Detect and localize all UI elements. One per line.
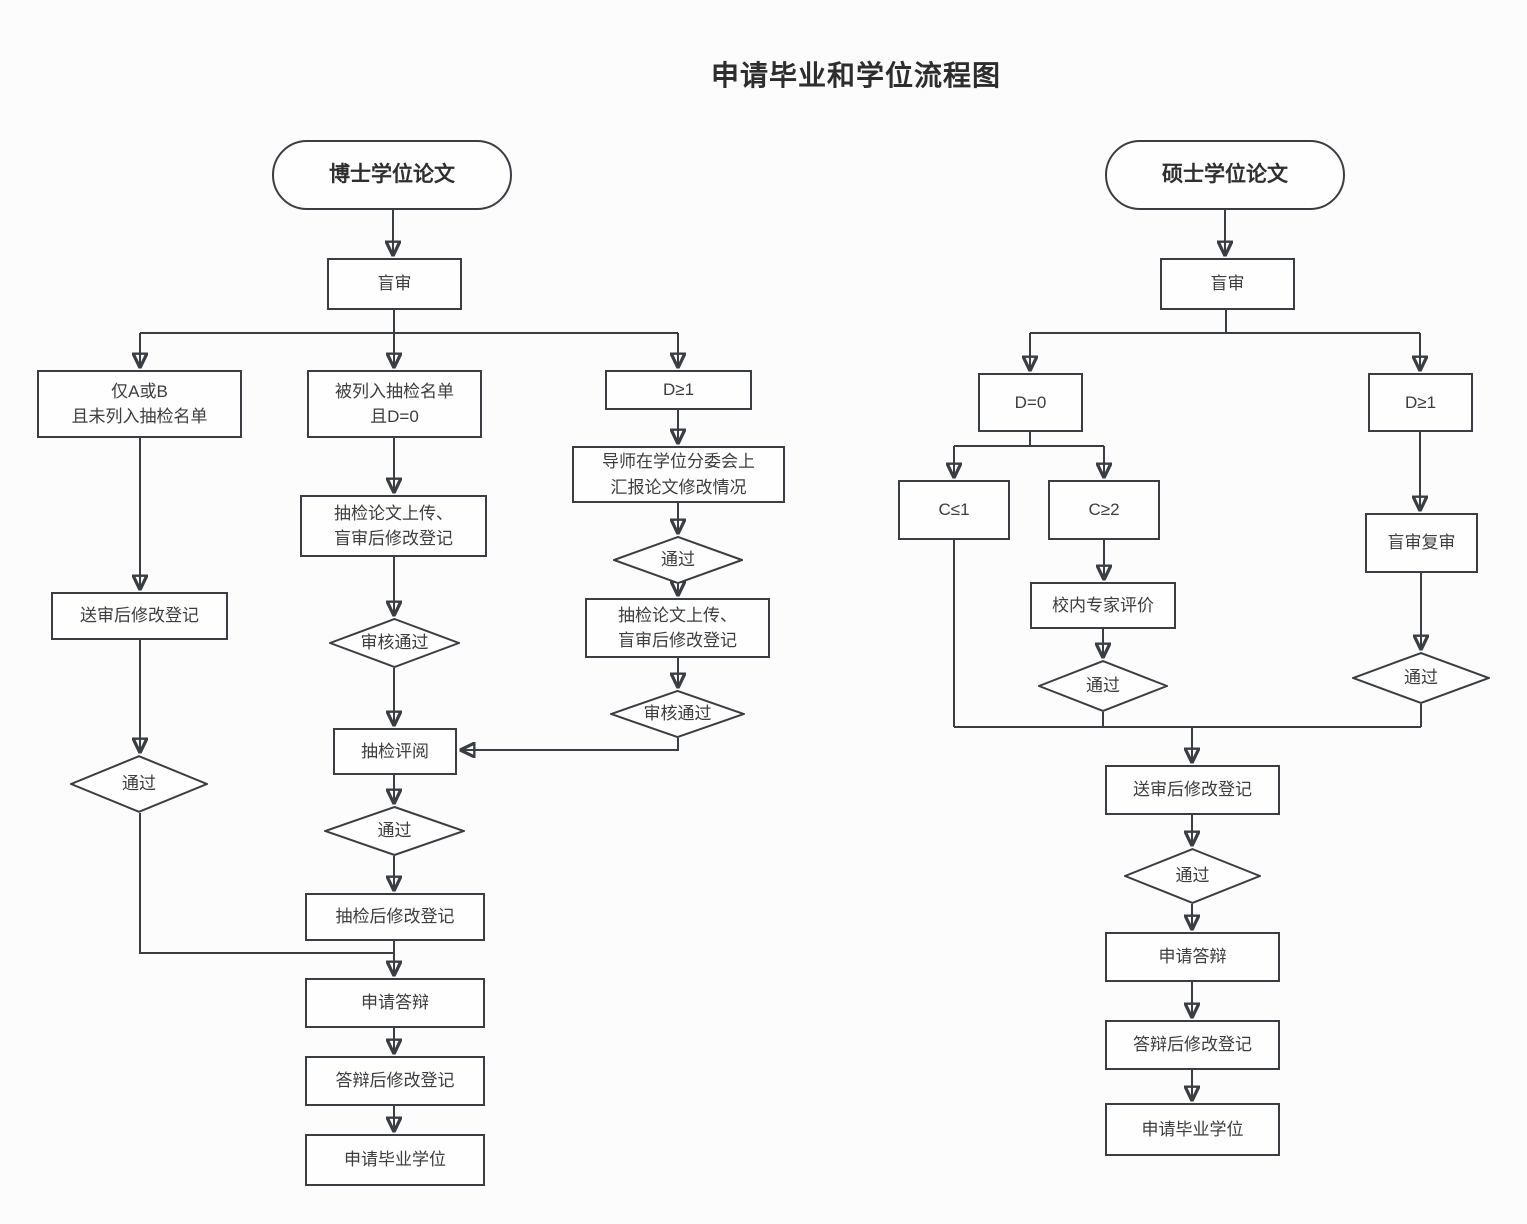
node-label: 答辩后修改登记 xyxy=(335,1071,455,1091)
node-doctor-submit-revision: 送审后修改登记 xyxy=(51,592,228,640)
node-doctor-spot-review: 抽检评阅 xyxy=(333,728,457,775)
node-label: 审核通过 xyxy=(643,704,712,724)
node-label: 申请毕业学位 xyxy=(1141,1119,1244,1139)
diagram-title: 申请毕业和学位流程图 xyxy=(710,60,1002,91)
node-doctor-blind-review: 盲审 xyxy=(327,258,462,310)
node-label: 抽检论文上传、 盲审后修改登记 xyxy=(334,503,453,549)
node-doctor-start: 博士学位论文 xyxy=(272,140,512,210)
node-doctor-revision-after-defense: 答辩后修改登记 xyxy=(305,1056,485,1106)
node-doctor-only-a-or-b: 仅A或B 且未列入抽检名单 xyxy=(37,370,242,438)
node-master-d-eq-0: D=0 xyxy=(978,373,1083,432)
node-label: 答辩后修改登记 xyxy=(1133,1035,1252,1055)
node-master-blind-recheck: 盲审复审 xyxy=(1365,513,1478,573)
node-doctor-apply-defense: 申请答辩 xyxy=(305,978,485,1028)
node-label: 送审后修改登记 xyxy=(1133,780,1252,800)
node-label: 审核通过 xyxy=(360,633,429,653)
node-master-c-le-1: C≤1 xyxy=(898,480,1010,540)
node-doctor-pass-mentor: 通过 xyxy=(613,536,743,584)
node-master-d-ge-1: D≥1 xyxy=(1368,373,1473,432)
node-label: 通过 xyxy=(1175,866,1210,886)
node-master-pass-recheck: 通过 xyxy=(1352,652,1490,704)
node-label: C≤1 xyxy=(938,500,970,520)
node-doctor-pass-left: 通过 xyxy=(70,755,208,813)
node-doctor-revision-after-spot: 抽检后修改登记 xyxy=(305,893,485,941)
node-label: 通过 xyxy=(1086,676,1120,696)
node-label: 通过 xyxy=(377,821,412,841)
node-master-start: 硕士学位论文 xyxy=(1105,140,1345,210)
node-master-submit-revision: 送审后修改登记 xyxy=(1105,765,1280,815)
node-label: 导师在学位分委会上 汇报论文修改情况 xyxy=(602,452,755,497)
node-label: 抽检评阅 xyxy=(361,741,429,761)
node-label: 申请毕业学位 xyxy=(344,1150,446,1170)
node-doctor-listed-d0: 被列入抽检名单 且D=0 xyxy=(307,370,482,438)
node-label: D≥1 xyxy=(1404,392,1437,412)
node-label: 申请答辩 xyxy=(1158,947,1227,967)
node-label: 通过 xyxy=(1404,668,1438,688)
diamond-shape xyxy=(613,536,743,584)
node-label: 申请答辩 xyxy=(361,993,429,1013)
node-label: 抽检论文上传、 盲审后修改登记 xyxy=(618,605,737,651)
node-label: 仅A或B 且未列入抽检名单 xyxy=(71,381,208,427)
node-label: D=0 xyxy=(1014,392,1047,412)
node-doctor-mentor-report: 导师在学位分委会上 汇报论文修改情况 xyxy=(572,446,785,503)
edge-doctor-passleft-merge xyxy=(139,813,394,954)
node-label: 被列入抽检名单 且D=0 xyxy=(335,381,454,427)
node-label: 抽检后修改登记 xyxy=(335,907,455,927)
node-label: 校内专家评价 xyxy=(1052,595,1154,615)
diamond-shape xyxy=(324,806,465,856)
node-master-c-ge-2: C≥2 xyxy=(1048,480,1160,540)
node-label: 博士学位论文 xyxy=(329,163,455,187)
node-master-revision-after-defense: 答辩后修改登记 xyxy=(1105,1020,1280,1070)
node-doctor-upload-after-blind-right: 抽检论文上传、 盲审后修改登记 xyxy=(585,598,770,658)
diamond-shape xyxy=(70,755,208,813)
node-doctor-audit-pass: 审核通过 xyxy=(329,618,460,668)
node-label: 通过 xyxy=(661,550,695,570)
node-doctor-d-ge-1: D≥1 xyxy=(605,370,752,410)
node-label: 送审后修改登记 xyxy=(80,606,199,626)
node-label: C≥2 xyxy=(1088,500,1120,520)
node-label: D≥1 xyxy=(662,380,695,400)
node-label: 通过 xyxy=(122,774,156,794)
node-label: 盲审复审 xyxy=(1387,533,1456,553)
node-doctor-apply-degree: 申请毕业学位 xyxy=(305,1134,485,1186)
node-master-pass-expert: 通过 xyxy=(1038,660,1168,712)
node-label: 盲审 xyxy=(377,274,412,294)
diamond-shape xyxy=(329,618,460,668)
node-master-expert-eval: 校内专家评价 xyxy=(1030,582,1176,629)
node-master-apply-degree: 申请毕业学位 xyxy=(1105,1103,1280,1156)
edge-doctor-audit2-review xyxy=(461,738,679,750)
diamond-shape xyxy=(610,690,745,738)
node-doctor-audit-pass-right: 审核通过 xyxy=(610,690,745,738)
node-label: 硕士学位论文 xyxy=(1162,163,1288,187)
node-master-blind-review: 盲审 xyxy=(1160,258,1295,310)
node-label: 盲审 xyxy=(1210,274,1245,294)
diamond-shape xyxy=(1124,848,1261,904)
node-doctor-upload-after-blind: 抽检论文上传、 盲审后修改登记 xyxy=(300,495,487,557)
node-master-apply-defense: 申请答辩 xyxy=(1105,932,1280,982)
node-master-pass-submit: 通过 xyxy=(1124,848,1261,904)
node-doctor-pass-spot: 通过 xyxy=(324,806,465,856)
diamond-shape xyxy=(1038,660,1168,712)
diamond-shape xyxy=(1352,652,1490,704)
